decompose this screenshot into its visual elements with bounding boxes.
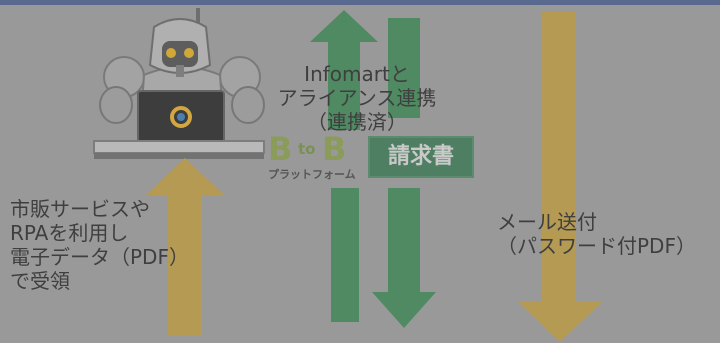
mail-arrow-down <box>518 12 602 342</box>
green-arrow-shaft-top <box>388 18 420 118</box>
center-label: Infomartと アライアンス連携 （連携済） <box>262 62 452 134</box>
green-arrow-down <box>372 188 436 328</box>
green-arrow-shaft-bottom <box>331 188 359 322</box>
btob-logo-b1: B <box>268 130 293 168</box>
green-arrow-up <box>310 10 378 130</box>
top-border <box>0 0 720 5</box>
right-label: メール送付 （パスワード付PDF） <box>497 210 696 258</box>
info-mart-logo-icon <box>170 106 192 128</box>
center-label-line: （連携済） <box>307 110 407 134</box>
left-label-line: で受領 <box>10 269 70 293</box>
left-label-line: 市販サービスや <box>10 197 150 221</box>
left-label-line: 電子データ（PDF） <box>10 245 189 269</box>
center-label-line: Infomartと <box>304 62 410 86</box>
btob-logo-sub: プラットフォーム <box>268 168 356 181</box>
center-label-line: アライアンス連携 <box>277 86 437 110</box>
btob-platform-logo: B to B プラットフォーム <box>268 130 364 182</box>
btob-logo-to: to <box>298 140 316 158</box>
right-label-line: メール送付 <box>497 210 597 234</box>
robot-at-laptop-icon <box>93 8 265 159</box>
right-label-line: （パスワード付PDF） <box>497 234 696 258</box>
invoice-badge: 請求書 <box>368 136 474 178</box>
receive-arrow-up <box>146 158 224 336</box>
left-label-line: RPAを利用し <box>10 221 129 245</box>
left-label: 市販サービスや RPAを利用し 電子データ（PDF） で受領 <box>10 197 189 293</box>
btob-logo-b2: B <box>322 130 347 168</box>
